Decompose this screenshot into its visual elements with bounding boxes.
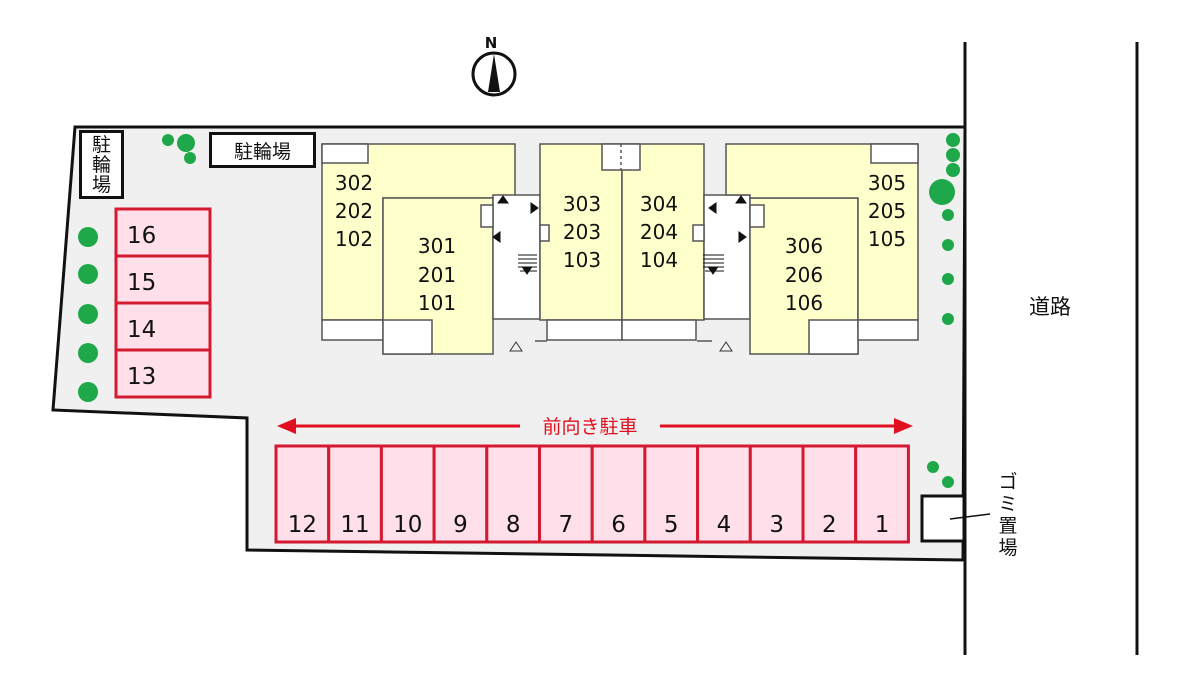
unit-102: 102: [335, 227, 373, 251]
garbage-label-text: ゴミ置場: [998, 471, 1017, 559]
building: [321, 143, 919, 355]
unit-201: 201: [418, 263, 456, 287]
tree-icon: [78, 382, 98, 402]
front-parking-arrow: [277, 418, 913, 434]
tree-icon: [942, 239, 954, 251]
unit-304: 304: [640, 192, 678, 216]
unit-204: 204: [640, 220, 678, 244]
unit-labels: 302 202 102 301 201 101 303 203 103 304 …: [335, 171, 906, 315]
unit-101: 101: [418, 291, 456, 315]
parking-left-group: 16 15 14 13: [114, 207, 212, 399]
front-parking-label: 前向き駐車: [542, 416, 637, 438]
tree-icon: [942, 273, 954, 285]
bike-parking-label-vertical: 駐輪場: [91, 133, 111, 196]
tree-icon: [942, 476, 954, 488]
trees: [78, 133, 960, 488]
parking-number-14: 14: [127, 317, 156, 343]
unit-105: 105: [868, 227, 906, 251]
unit-301: 301: [418, 234, 456, 258]
tree-icon: [946, 133, 960, 147]
tree-icon: [929, 179, 955, 205]
parking-number-12: 12: [288, 512, 317, 538]
bike-parking-label: 駐輪場: [233, 140, 291, 163]
unit-303: 303: [563, 192, 601, 216]
parking-number-5: 5: [664, 512, 679, 538]
bike-parking-vertical: 駐輪場: [79, 130, 124, 199]
unit-206: 206: [785, 263, 823, 287]
parking-space-13: [114, 348, 212, 399]
parking-number-13: 13: [127, 364, 156, 390]
tree-icon: [946, 148, 960, 162]
parking-space-15: [114, 254, 212, 305]
parking-number-4: 4: [717, 512, 732, 538]
compass-label: N: [485, 34, 498, 52]
entrance-markers: [509, 341, 733, 352]
unit-202: 202: [335, 199, 373, 223]
parking-space-12: [274, 444, 331, 544]
tree-icon: [78, 343, 98, 363]
tree-icon: [946, 163, 960, 177]
parking-number-11: 11: [340, 512, 369, 538]
parking-space-1: [854, 444, 910, 544]
parking-space-5: [643, 444, 700, 544]
tree-icon: [78, 227, 98, 247]
unit-block-305: [725, 143, 919, 321]
unit-205: 205: [868, 199, 906, 223]
tree-icon: [184, 152, 196, 164]
parking-space-14: [114, 301, 212, 352]
parking-number-15: 15: [127, 270, 156, 296]
parking-number-6: 6: [611, 512, 626, 538]
parking-space-4: [696, 444, 752, 544]
tree-icon: [942, 313, 954, 325]
bike-parking-horizontal: 駐輪場: [209, 132, 316, 168]
parking-number-16: 16: [127, 223, 156, 249]
stair-left: [492, 194, 541, 320]
unit-104: 104: [640, 248, 678, 272]
unit-302: 302: [335, 171, 373, 195]
tree-icon: [78, 264, 98, 284]
unit-305: 305: [868, 171, 906, 195]
unit-103: 103: [563, 248, 601, 272]
unit-306: 306: [785, 234, 823, 258]
parking-number-7: 7: [559, 512, 574, 538]
parking-number-10: 10: [393, 512, 422, 538]
parking-number-1: 1: [875, 512, 890, 538]
parking-bottom-group: 12 11 10 9 8 7 6 5 4 3 2 1: [274, 444, 910, 544]
garbage-label: ゴミ置場: [998, 471, 1017, 559]
parking-number-9: 9: [453, 512, 468, 538]
garbage-leader: [949, 513, 991, 520]
tree-icon: [162, 134, 174, 146]
parking-space-16: [114, 207, 212, 258]
parking-space-3: [748, 444, 805, 544]
parking-number-2: 2: [822, 512, 837, 538]
north-compass-icon: N: [471, 34, 517, 97]
road-label: 道路: [1029, 295, 1071, 319]
unit-106: 106: [785, 291, 823, 315]
stair-right: [703, 194, 751, 320]
tree-icon: [177, 134, 195, 152]
unit-203: 203: [563, 220, 601, 244]
parking-number-8: 8: [506, 512, 521, 538]
stair-markings: [492, 195, 747, 275]
tree-icon: [927, 461, 939, 473]
tree-icon: [942, 209, 954, 221]
tree-icon: [78, 304, 98, 324]
parking-number-3: 3: [769, 512, 784, 538]
